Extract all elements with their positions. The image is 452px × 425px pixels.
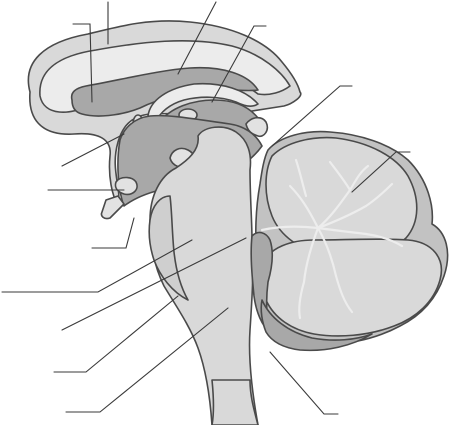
pituitary-stalk <box>101 196 124 219</box>
spinal-cord <box>212 380 258 425</box>
leader-line-left-6 <box>54 296 178 372</box>
optic-chiasm <box>115 178 137 195</box>
leader-line-left-3 <box>92 218 134 248</box>
leader-line-right-3 <box>270 352 338 414</box>
cerebellum-lower-lobe <box>261 239 441 336</box>
